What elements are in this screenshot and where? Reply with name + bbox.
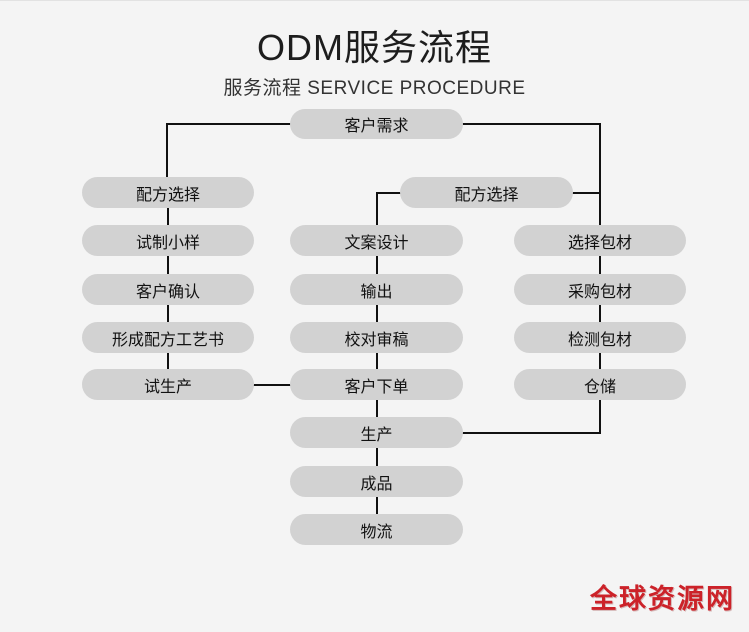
connector-output-to-proof <box>376 304 378 323</box>
node-label: 文案设计 <box>344 234 409 252</box>
site-watermark: 全球资源网 <box>590 584 735 614</box>
node-logistics[interactable]: 物流 <box>290 514 463 545</box>
node-customer-confirmation[interactable]: 客户确认 <box>82 274 254 305</box>
node-label: 试制小样 <box>135 234 200 252</box>
connector-demand-to-left <box>166 123 292 125</box>
node-customer-order[interactable]: 客户下单 <box>290 369 463 400</box>
connector-copy-to-output <box>376 255 378 275</box>
node-label: 输出 <box>360 283 393 301</box>
node-copywriting-design[interactable]: 文案设计 <box>290 225 463 256</box>
connector-production-to-finished <box>376 447 378 467</box>
connector-right-branch-to-formula <box>571 192 600 194</box>
connector-sample-to-confirm <box>167 255 169 275</box>
connector-formula-mid-stub <box>376 192 401 194</box>
connector-formula-mid-drop <box>376 192 378 226</box>
node-production[interactable]: 生产 <box>290 417 463 448</box>
connector-order-to-production <box>376 399 378 418</box>
node-label: 物流 <box>360 523 393 541</box>
connector-finished-to-logistics <box>376 496 378 515</box>
node-label: 采购包材 <box>567 283 632 301</box>
node-customer-demand[interactable]: 客户需求 <box>290 109 463 139</box>
node-finished-goods[interactable]: 成品 <box>290 466 463 497</box>
connector-confirm-to-process-doc <box>167 304 169 323</box>
node-label: 客户确认 <box>135 283 200 301</box>
connector-demand-to-right <box>462 123 601 125</box>
node-label: 形成配方工艺书 <box>111 331 224 349</box>
page-subtitle: 服务流程 SERVICE PROCEDURE <box>223 78 526 99</box>
connector-left-branch-drop <box>166 123 168 178</box>
node-trial-sample[interactable]: 试制小样 <box>82 225 254 256</box>
node-label: 成品 <box>360 475 393 493</box>
page-title: ODM服务流程 <box>257 27 492 68</box>
node-label: 仓储 <box>583 378 616 396</box>
node-warehousing[interactable]: 仓储 <box>514 369 686 400</box>
connector-warehouse-to-production <box>462 432 601 434</box>
node-select-packaging[interactable]: 选择包材 <box>514 225 686 256</box>
node-formula-selection-left[interactable]: 配方选择 <box>82 177 254 208</box>
connector-formula-to-sample <box>167 207 169 226</box>
connector-process-doc-to-trial <box>167 352 169 370</box>
node-label: 试生产 <box>143 378 192 396</box>
node-formula-process-document[interactable]: 形成配方工艺书 <box>82 322 254 353</box>
node-output[interactable]: 输出 <box>290 274 463 305</box>
node-proofreading-review[interactable]: 校对审稿 <box>290 322 463 353</box>
node-label: 配方选择 <box>135 186 200 204</box>
node-inspect-packaging[interactable]: 检测包材 <box>514 322 686 353</box>
node-label: 校对审稿 <box>344 331 409 349</box>
node-label: 配方选择 <box>454 186 519 204</box>
node-trial-production[interactable]: 试生产 <box>82 369 254 400</box>
connector-proof-to-order <box>376 352 378 370</box>
connector-right-trunk <box>599 192 601 434</box>
node-label: 检测包材 <box>567 331 632 349</box>
connector-right-branch-drop <box>599 123 601 193</box>
node-purchase-packaging[interactable]: 采购包材 <box>514 274 686 305</box>
node-label: 客户需求 <box>344 118 409 135</box>
node-formula-selection-mid[interactable]: 配方选择 <box>400 177 573 208</box>
node-label: 生产 <box>360 426 393 444</box>
connector-trial-to-order <box>253 384 291 386</box>
node-label: 选择包材 <box>567 234 632 252</box>
node-label: 客户下单 <box>344 378 409 396</box>
